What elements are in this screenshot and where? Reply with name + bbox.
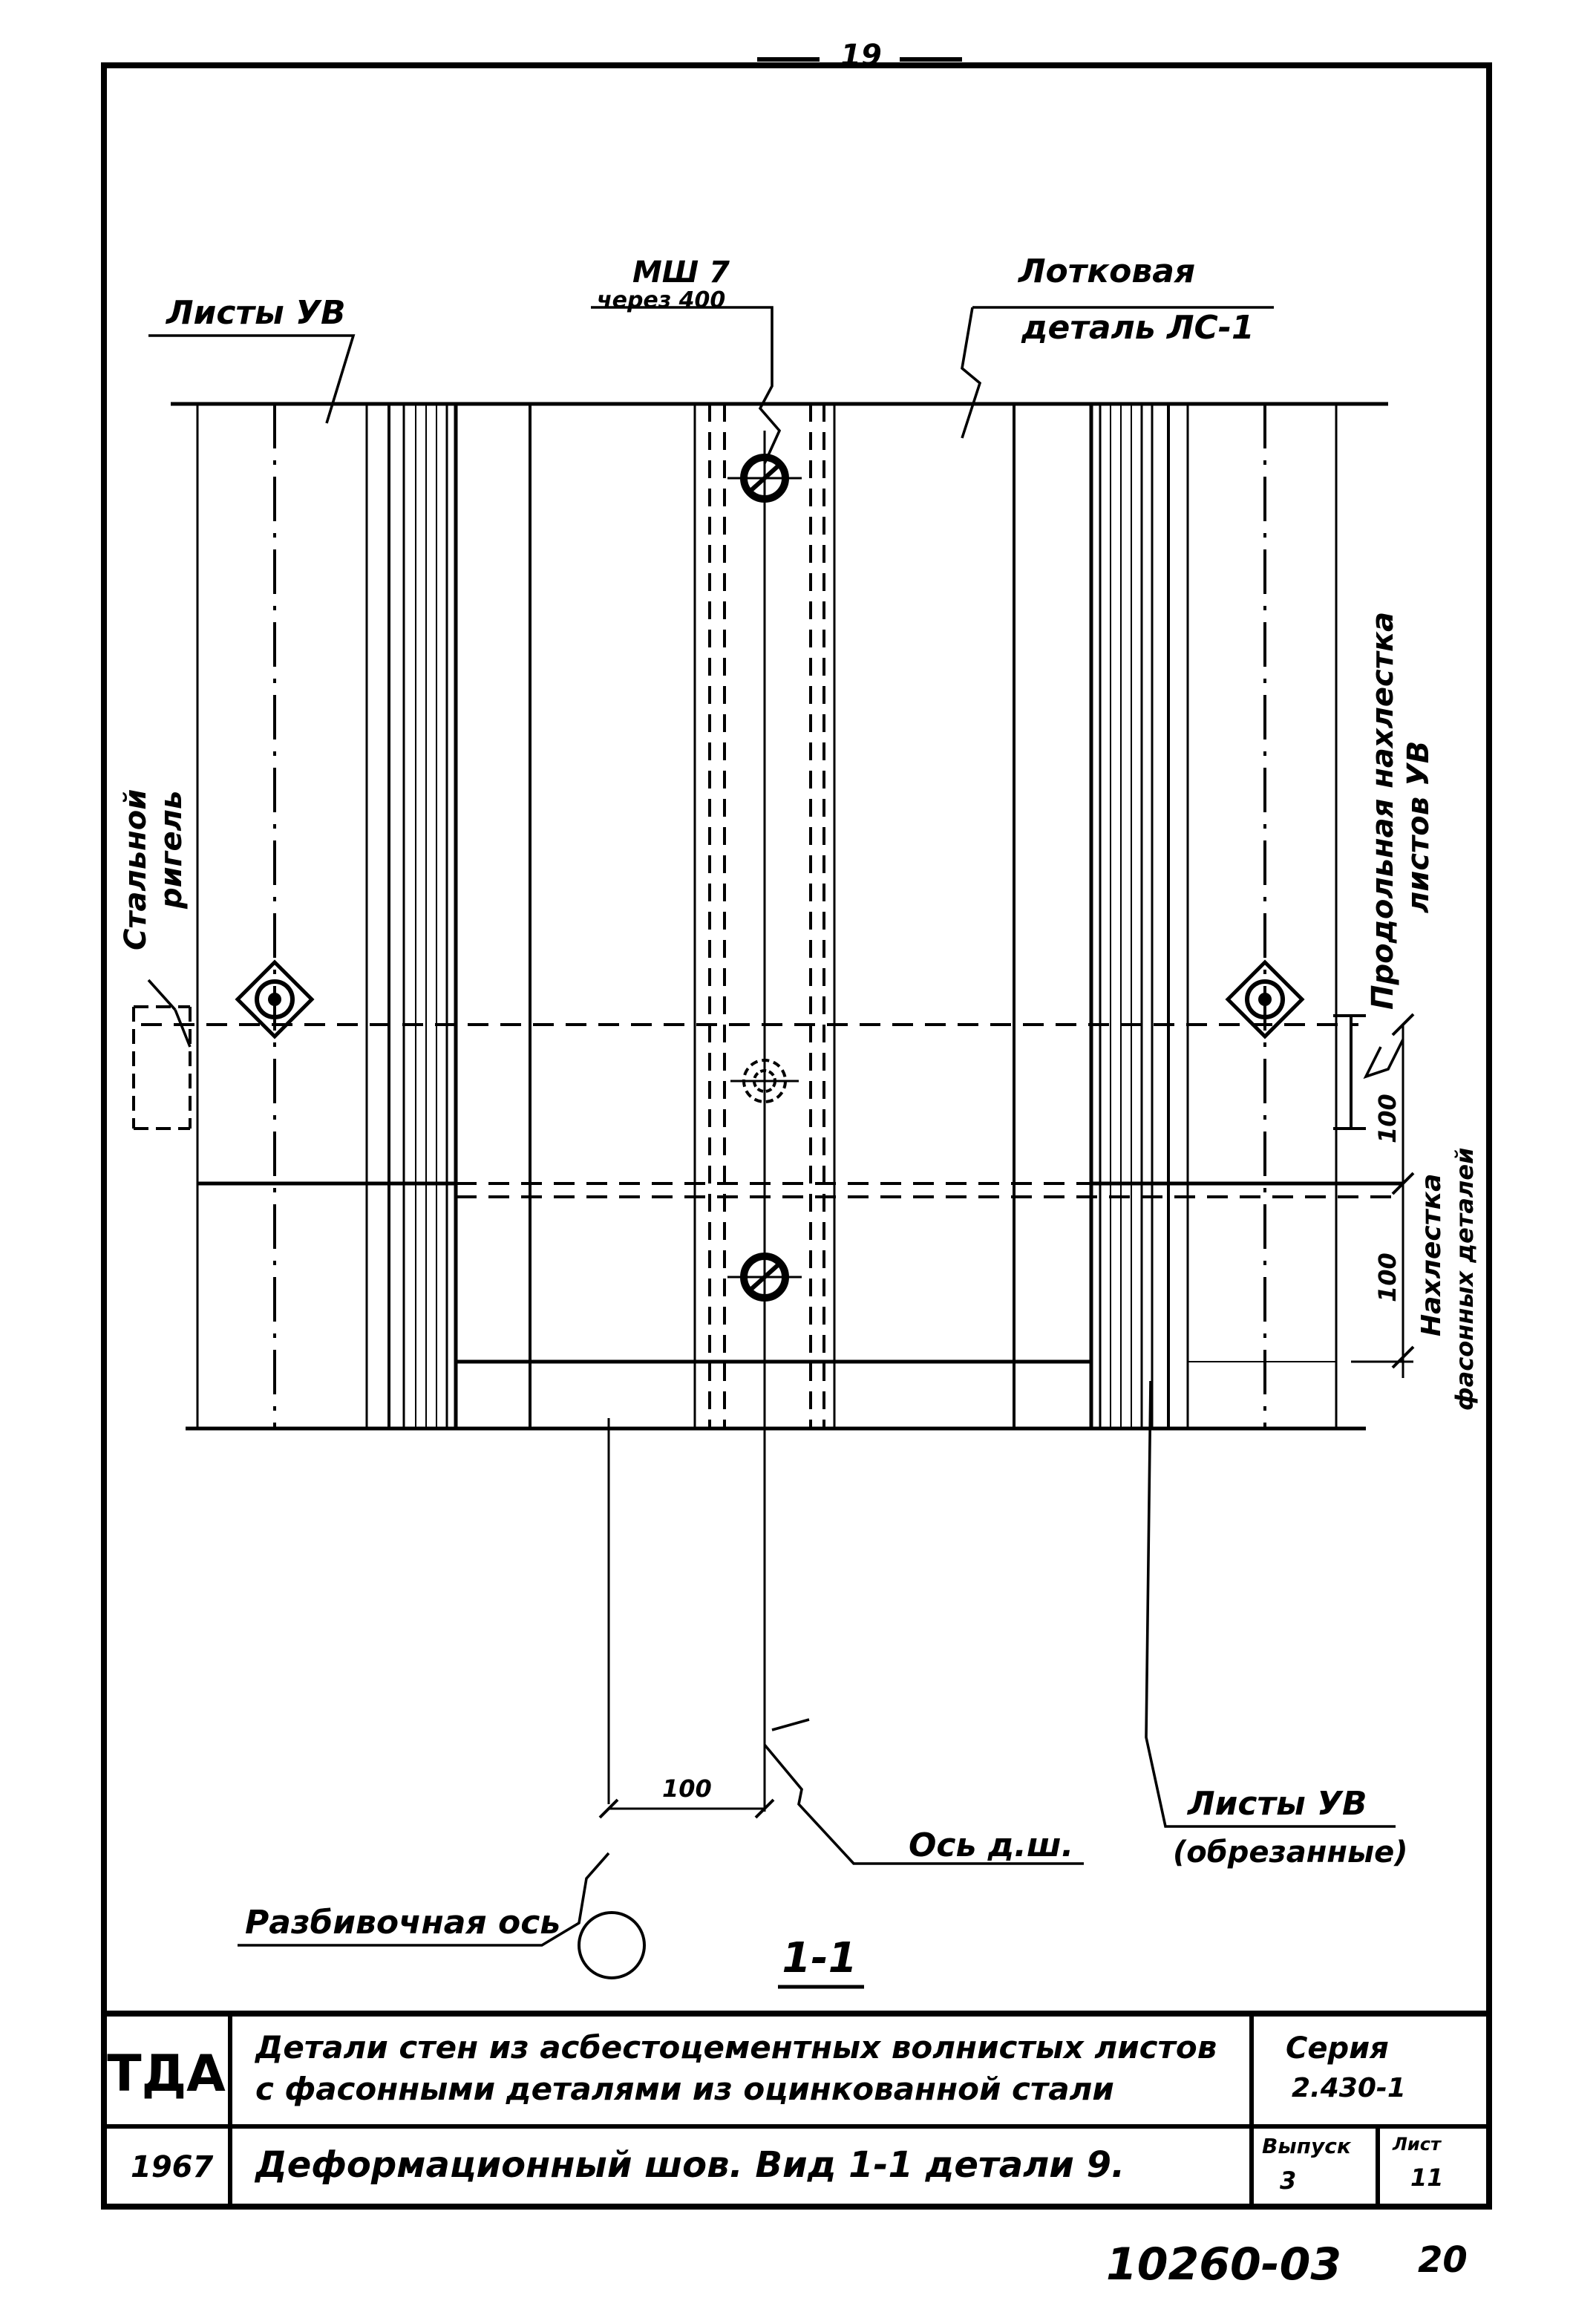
dim-bottom-tick-left [598,1798,619,1819]
dim-label-100-top: 100 [1373,1094,1402,1143]
tb-org: ТДА [107,2045,226,2103]
steel-girt-profile [132,1005,192,1130]
label-lap-right-2: листов УВ [1402,741,1436,913]
tb-sheet-title: Деформационный шов. Вид 1-1 детали 9. [254,2144,1125,2186]
dim-label-100-bottom: 100 [662,1774,712,1803]
leader-layout-axis [238,1852,610,1947]
label-steel-girt-2: ригель [154,791,189,910]
dim-label-100-mid: 100 [1373,1253,1402,1302]
label-steel-girt-1: Стальной [119,789,153,950]
leader-sheets-bottom [1145,1380,1396,1828]
tb-sheet-label: Лист [1392,2134,1442,2155]
leader-lap-right [1363,1039,1404,1080]
label-flash-title-2: деталь ЛС-1 [1021,309,1255,347]
label-flash-title-1: Лотковая [1017,252,1195,290]
leader-joint-axis [763,1743,1084,1865]
tb-sheet-value: 11 [1410,2164,1444,2192]
tb-issue-value: 3 [1280,2167,1296,2195]
label-lap-shaped-2: фасонных деталей [1451,1148,1479,1411]
tb-issue-label: Выпуск [1262,2134,1352,2158]
label-lap-shaped-1: Нахлестка [1416,1174,1447,1336]
fastener-right [1245,979,1285,1019]
fastener-left-center [268,993,281,1006]
doc-number: 10260-03 [1106,2239,1341,2290]
label-lap-right-1: Продольная нахлестка [1366,612,1400,1010]
tb-series-label: Серия [1286,2031,1389,2066]
fastener-left-washer [235,959,315,1039]
label-layout-axis: Разбивочная ось [245,1904,560,1942]
title-block [104,2011,1489,2207]
leader-joint-arrow [771,1718,810,1731]
girt-right-profile [1333,1014,1366,1130]
leaders [147,306,1404,1947]
dim-right-tick-1 [1391,1013,1415,1036]
leader-bolt [591,306,782,464]
tb-year: 1967 [131,2150,213,2184]
dim-bottom-tick-right [754,1798,775,1819]
tb-title-line1: Детали стен из асбестоцементных волнисты… [254,2029,1217,2066]
section-label: 1-1 [782,1934,857,1982]
leader-sheets-top-left [148,334,356,424]
fastener-right-washer [1225,959,1305,1039]
doc-suffix: 20 [1418,2239,1468,2281]
label-axis-joint: Ось д.ш. [909,1826,1073,1864]
tb-title-line2: с фасонными деталями из оцинкованной ста… [255,2071,1114,2107]
label-bolt-spacing: через 400 [597,287,725,313]
fastener-left [255,979,295,1019]
fastener-right-center [1258,993,1272,1006]
section-drawing [132,402,1415,1979]
label-sheets-bottom-2: (обрезанные) [1173,1835,1408,1870]
label-bolt: МШ 7 [632,255,730,290]
leader-girt [147,979,192,1048]
layout-axis-bubble [578,1911,646,1979]
dim-right-tick-2 [1391,1172,1415,1195]
tb-series-value: 2.430-1 [1292,2073,1406,2103]
label-sheets-top-left: Листы УВ [165,294,346,332]
label-sheets-bottom-1: Листы УВ [1186,1785,1367,1823]
sheet-frame [101,62,1492,2210]
leader-flash [961,306,1274,439]
dim-right-tick-3 [1391,1345,1415,1369]
